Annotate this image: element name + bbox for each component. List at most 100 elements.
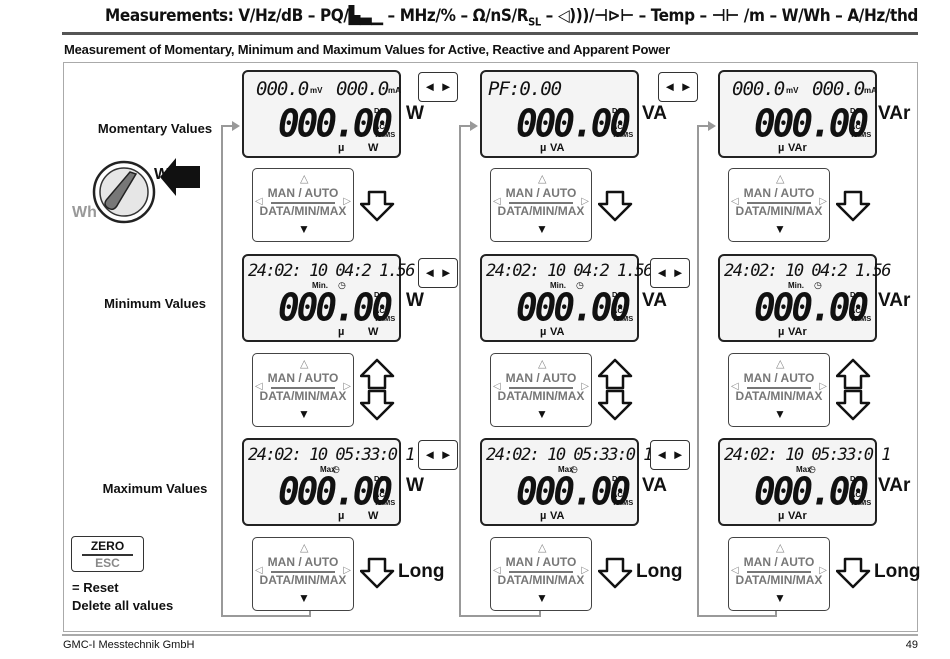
- triangle-down-icon: ▼: [298, 222, 310, 236]
- arrow-left-right-button[interactable]: ◄ ►: [418, 440, 458, 470]
- man-auto-data-min-max-button[interactable]: △ ◁ ▷ MAN / AUTO DATA/MIN/MAX ▼: [252, 537, 354, 611]
- arrow-left-right-button[interactable]: ◄ ►: [418, 72, 458, 102]
- man-auto-label: MAN / AUTO: [267, 371, 339, 385]
- triangle-right-icon: ▷: [581, 196, 589, 207]
- triangle-down-icon: ▼: [298, 407, 310, 421]
- triangle-left-icon: ◁: [493, 196, 501, 207]
- clock-icon: ◷: [570, 464, 578, 474]
- lcd-main-value: 000.00: [754, 470, 869, 515]
- lcd-ma-unit: mA: [864, 86, 877, 95]
- data-min-max-label: DATA/MIN/MAX: [735, 573, 823, 587]
- lcd-small-unit: W: [368, 510, 379, 522]
- section-subtitle: Measurement of Momentary, Minimum and Ma…: [64, 42, 670, 57]
- man-auto-data-min-max-button[interactable]: △ ◁ ▷ MAN / AUTO DATA/MIN/MAX ▼: [490, 353, 592, 427]
- lcd-small-unit: W: [368, 326, 379, 338]
- arrow-left-right-button[interactable]: ◄ ►: [650, 258, 690, 288]
- man-auto-label: MAN / AUTO: [505, 555, 577, 569]
- triangle-left-icon: ◁: [731, 381, 739, 392]
- lcd-main-value: 000.00: [278, 470, 393, 515]
- arrow-down-icon: [598, 190, 633, 222]
- man-auto-data-min-max-button[interactable]: △ ◁ ▷ MAN / AUTO DATA/MIN/MAX ▼: [252, 168, 354, 242]
- lcd-main-value: 000.00: [516, 470, 631, 515]
- unit-label-w: W: [406, 103, 424, 124]
- man-auto-data-min-max-button[interactable]: △ ◁ ▷ MAN / AUTO DATA/MIN/MAX ▼: [490, 537, 592, 611]
- lcd-max-tag: Max: [320, 465, 336, 474]
- arrow-down-icon: [836, 190, 871, 222]
- arrow-up-icon: [836, 358, 871, 390]
- lcd-min-tag: Min.: [788, 281, 804, 290]
- lcd-max-tag: Max: [558, 465, 574, 474]
- lcd-timestamp: 24:02: 10 04:2 1.56: [486, 261, 653, 281]
- lcd-small-unit: VA: [550, 510, 565, 522]
- triangle-right-icon: ▷: [581, 381, 589, 392]
- long-press-label: Long: [636, 561, 683, 582]
- lcd-timestamp: 24:02: 10 05:33:0 1: [248, 445, 415, 465]
- arrow-left-right-button[interactable]: ◄ ►: [650, 440, 690, 470]
- clock-icon: ◷: [338, 280, 346, 290]
- switch-label-wh: Wh: [72, 204, 97, 221]
- triangle-down-icon: ▼: [774, 407, 786, 421]
- man-auto-data-min-max-button[interactable]: △ ◁ ▷ MAN / AUTO DATA/MIN/MAX ▼: [728, 168, 830, 242]
- data-min-max-label: DATA/MIN/MAX: [259, 573, 347, 587]
- man-auto-data-min-max-button[interactable]: △ ◁ ▷ MAN / AUTO DATA/MIN/MAX ▼: [728, 537, 830, 611]
- arrow-down-icon: [360, 389, 395, 421]
- lcd-power-factor: PF:0.00: [488, 78, 562, 100]
- triangle-right-icon: ▷: [343, 196, 351, 207]
- triangle-left-icon: ◁: [731, 196, 739, 207]
- unit-label-va: VA: [642, 475, 667, 496]
- triangle-down-icon: ▼: [536, 222, 548, 236]
- lcd-small-unit: VAr: [788, 142, 807, 154]
- triangle-down-icon: ▼: [536, 407, 548, 421]
- lcd-mu-prefix: µ: [338, 326, 345, 338]
- man-auto-label: MAN / AUTO: [743, 555, 815, 569]
- clock-icon: ◷: [814, 280, 822, 290]
- triangle-right-icon: ▷: [581, 565, 589, 576]
- lcd-mv-value: 000.0: [732, 78, 785, 100]
- lcd-timestamp: 24:02: 10 04:2 1.56: [248, 261, 415, 281]
- lcd-ma-value: 000.0: [812, 78, 865, 100]
- lcd-mu-prefix: µ: [778, 326, 785, 338]
- man-auto-label: MAN / AUTO: [743, 371, 815, 385]
- unit-label-var: VAr: [878, 475, 911, 496]
- lcd-mu-prefix: µ: [540, 510, 547, 522]
- lcd-mv-unit: mV: [310, 86, 323, 95]
- triangle-down-icon: ▼: [536, 591, 548, 605]
- lcd-max-tag: Max: [796, 465, 812, 474]
- lcd-mv-unit: mV: [786, 86, 799, 95]
- triangle-up-icon: △: [538, 542, 547, 554]
- data-min-max-label: DATA/MIN/MAX: [735, 389, 823, 403]
- man-auto-data-min-max-button[interactable]: △ ◁ ▷ MAN / AUTO DATA/MIN/MAX ▼: [728, 353, 830, 427]
- lcd-main-value: 000.00: [278, 286, 393, 331]
- header-rule: [62, 32, 918, 35]
- lcd-ma-value: 000.0: [336, 78, 389, 100]
- zero-esc-button[interactable]: ZERO ESC: [71, 536, 144, 572]
- arrow-down-icon: [598, 389, 633, 421]
- man-auto-data-min-max-button[interactable]: △ ◁ ▷ MAN / AUTO DATA/MIN/MAX ▼: [252, 353, 354, 427]
- clock-icon: ◷: [576, 280, 584, 290]
- lcd-small-unit: VA: [550, 326, 565, 338]
- arrow-left-right-button[interactable]: ◄ ►: [658, 72, 698, 102]
- lcd-main-value: 000.00: [754, 286, 869, 331]
- arrow-left-right-button[interactable]: ◄ ►: [418, 258, 458, 288]
- lcd-mu-prefix: µ: [778, 142, 785, 154]
- lcd-ma-unit: mA: [388, 86, 401, 95]
- triangle-up-icon: △: [300, 542, 309, 554]
- triangle-left-icon: ◁: [493, 381, 501, 392]
- man-auto-data-min-max-button[interactable]: △ ◁ ▷ MAN / AUTO DATA/MIN/MAX ▼: [490, 168, 592, 242]
- lcd-small-unit: W: [368, 142, 379, 154]
- footer-rule: [62, 634, 918, 636]
- lcd-mu-prefix: µ: [778, 510, 785, 522]
- triangle-up-icon: △: [538, 358, 547, 370]
- data-min-max-label: DATA/MIN/MAX: [735, 204, 823, 218]
- arrow-down-icon: [836, 557, 871, 589]
